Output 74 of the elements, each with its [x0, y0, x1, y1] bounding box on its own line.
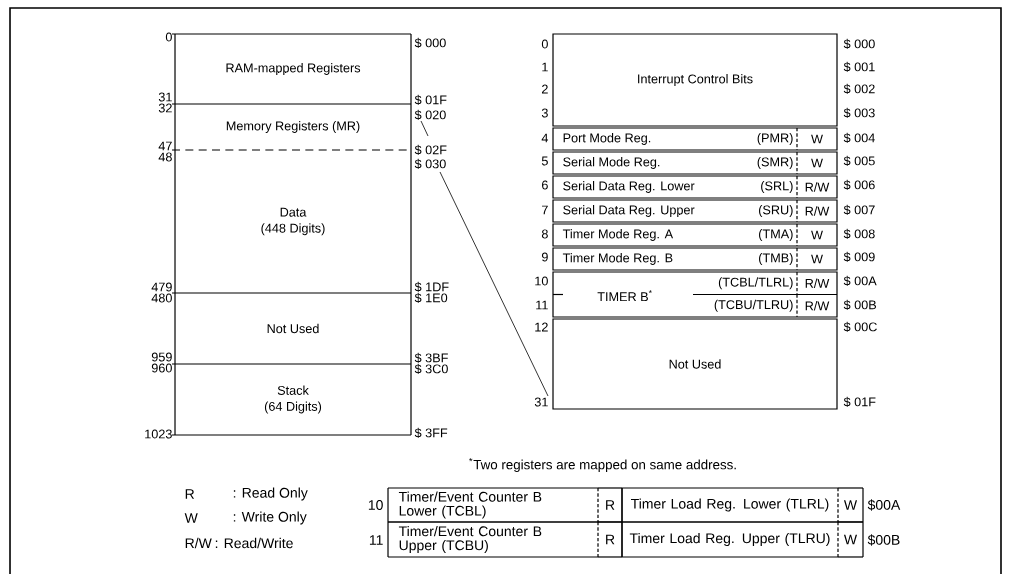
address-label: $ 030 [414, 158, 446, 170]
row-number: 11 [369, 535, 383, 545]
address-label: $ 006 [843, 179, 875, 191]
memory-segment: RAM-mapped Registers [171, 33, 412, 105]
address-label: $ 002 [843, 83, 875, 95]
table-cell: Timer Load Reg. Upper (TLRU) [621, 521, 839, 558]
register-row: Timer Mode Reg. B (TMB) W [552, 247, 838, 271]
index-number: 47 [158, 141, 172, 151]
index-number: 31 [158, 92, 172, 102]
address-label: $00A [867, 499, 901, 511]
address-label: $ 008 [843, 228, 875, 240]
register-row: Serial Data Reg. Upper (SRU) R/W [552, 199, 838, 223]
index-number: 32 [158, 103, 172, 113]
table-cell: W [837, 521, 864, 558]
register-row: Serial Data Reg. Lower (SRL) R/W [552, 175, 838, 199]
index-number: 959 [151, 352, 172, 362]
address-label: $ 020 [414, 109, 446, 121]
address-label: $ 1E0 [414, 292, 448, 304]
register-row: (TCBL/TLRL) R/W [692, 271, 838, 296]
index-number: 48 [158, 152, 172, 162]
register-row: (TCBU/TLRU) R/W [714, 293, 830, 318]
address-label: $ 007 [843, 204, 875, 216]
legend-text: : Read/Write [215, 537, 293, 549]
address-label: $ 00B [843, 299, 876, 311]
address-label: $ 02F [414, 144, 447, 156]
table-cell: R [597, 521, 623, 558]
address-label: $ 3FF [414, 427, 448, 439]
table-cell: W [837, 487, 864, 523]
address-label: $ 004 [843, 132, 875, 144]
index-number: 960 [151, 363, 172, 373]
legend-text: : Write Only [233, 511, 307, 525]
memory-segment: Not Used [552, 318, 838, 410]
memory-segment: Memory Registers (MR) [171, 103, 412, 151]
index-number: 2 [542, 84, 548, 94]
index-number: 480 [151, 293, 172, 303]
table-cell: Timer Load Reg. Lower (TLRL) [621, 487, 839, 523]
address-label: $ 1DF [414, 281, 449, 293]
address-label: $ 3C0 [414, 363, 448, 375]
register-row: Port Mode Reg. (PMR) W [552, 127, 838, 151]
index-number: 9 [541, 252, 548, 262]
index-number: 0 [165, 32, 172, 42]
address-label: $ 00A [843, 275, 877, 287]
memory-segment: Data (448 Digits) [171, 149, 412, 294]
address-label: $ 003 [843, 107, 875, 119]
index-number: 5 [541, 156, 548, 166]
legend-text: : Read Only [233, 487, 308, 501]
address-label: $ 01F [414, 94, 447, 106]
legend-key: R [185, 489, 195, 499]
index-number: 6 [542, 180, 548, 190]
index-number: 11 [536, 300, 548, 310]
address-label: $ 005 [843, 155, 875, 167]
index-number: 4 [541, 133, 549, 143]
index-number: 3 [541, 108, 548, 118]
address-label: $ 3BF [414, 352, 448, 364]
table-cell: Timer/Event Counter B Upper (TCBU) [387, 521, 599, 558]
register-row: Serial Mode Reg. (SMR) W [552, 151, 838, 175]
address-label: $ 00C [843, 321, 877, 333]
memory-segment: Stack (64 Digits) [171, 363, 412, 436]
memory-segment: Interrupt Control Bits [552, 33, 838, 127]
index-number: 8 [541, 229, 548, 239]
footnote: $^{*}$Two registers are mapped on same address. [469, 458, 736, 472]
address-label: $00B [867, 534, 900, 546]
register-row: Timer Mode Reg. A (TMA) W [552, 223, 838, 247]
legend-key: W [184, 513, 198, 523]
memory-segment: Not Used [171, 292, 412, 365]
index-number: 1023 [145, 429, 172, 439]
table-cell: Timer/Event Counter B Lower (TCBL) [387, 487, 599, 523]
index-number: 479 [151, 282, 172, 292]
legend-key: R/W [185, 537, 212, 549]
row-number: 10 [368, 500, 383, 510]
index-number: 7 [542, 205, 548, 215]
address-label: $ 009 [843, 251, 875, 263]
index-number: 10 [535, 276, 548, 286]
table-cell: R [597, 487, 623, 523]
